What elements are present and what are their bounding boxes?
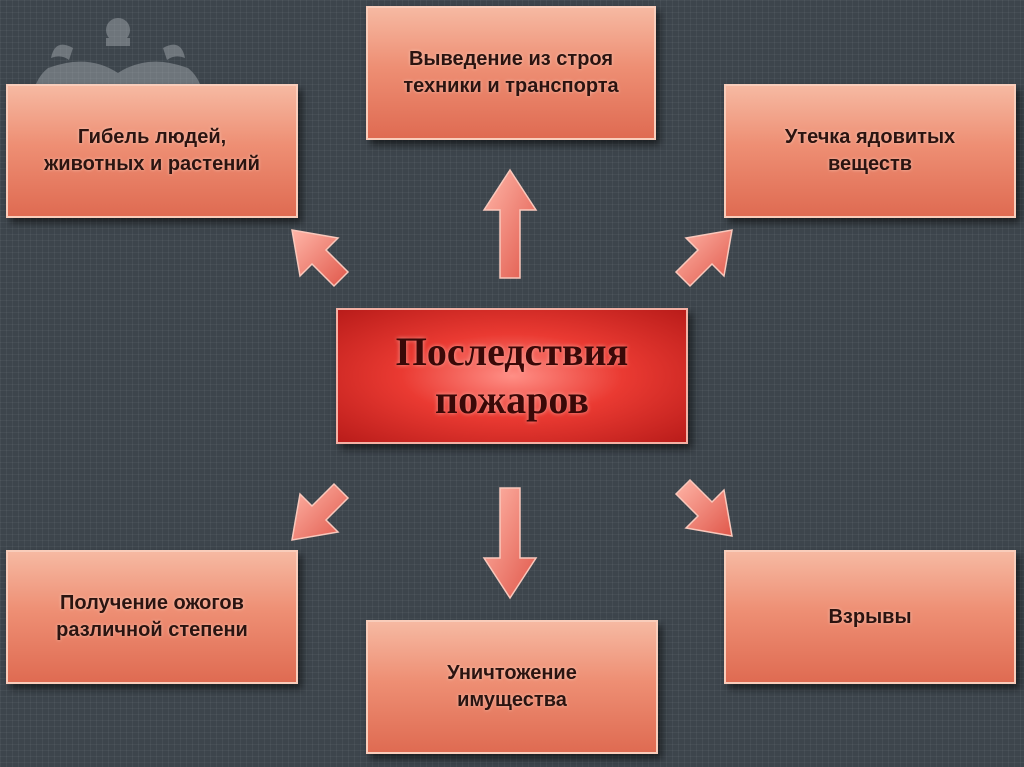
arrow-up-left-icon [291,229,350,288]
arrow-down-icon [482,487,538,600]
arrow-up-icon [482,168,538,279]
node-top-left: Гибель людей, животных и растений [6,84,298,218]
arrow-down-right-icon [674,478,733,537]
node-bottom-left: Получение ожогов различной степени [6,550,298,684]
node-bottom-right: Взрывы [724,550,1016,684]
node-top-right: Утечка ядовитых веществ [724,84,1016,218]
node-bottom: Уничтожение имущества [366,620,658,754]
center-node: Последствия пожаров [336,308,688,444]
arrow-up-right-icon [674,229,733,288]
arrow-down-left-icon [291,482,350,541]
node-top: Выведение из строя техники и транспорта [366,6,656,140]
